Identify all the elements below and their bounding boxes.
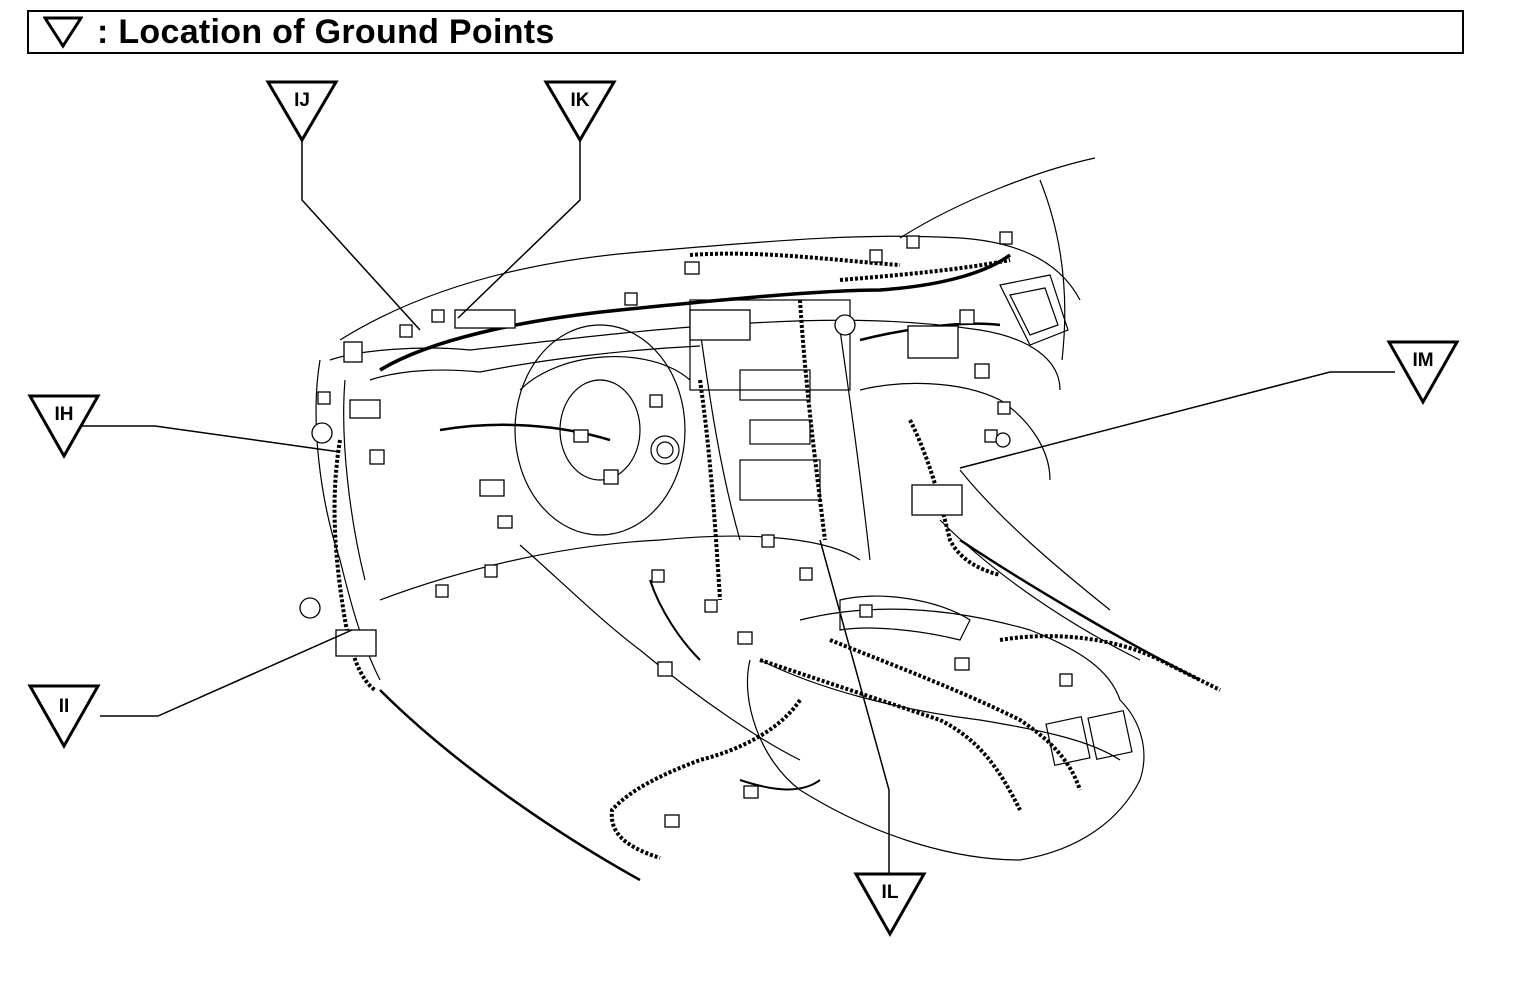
leader-line-il bbox=[819, 539, 890, 876]
ground-point-label: IH bbox=[55, 404, 74, 425]
leader-lines bbox=[82, 140, 1395, 876]
ground-triangle-icon bbox=[27, 684, 101, 750]
leader-line-ih bbox=[82, 425, 341, 453]
page-title: : Location of Ground Points bbox=[97, 12, 555, 51]
ground-point-im: IM bbox=[1386, 340, 1460, 406]
title-box: : Location of Ground Points bbox=[27, 10, 1464, 54]
leader-line-ij bbox=[301, 140, 421, 331]
leader-line-ik bbox=[457, 140, 581, 319]
wire-harness bbox=[332, 251, 1221, 860]
instrument-panel-illustration bbox=[315, 157, 1201, 882]
ground-point-ii: II bbox=[27, 684, 101, 750]
leader-line-im bbox=[959, 371, 1395, 469]
ground-point-label: IM bbox=[1412, 350, 1433, 371]
ground-point-ij: IJ bbox=[265, 80, 339, 143]
ground-triangle-icon bbox=[1386, 340, 1460, 406]
ground-point-ih: IH bbox=[27, 394, 101, 460]
ground-point-label: II bbox=[59, 696, 70, 717]
ground-triangle-icon bbox=[265, 80, 339, 143]
ground-point-label: IJ bbox=[294, 90, 310, 111]
ground-triangle-icon bbox=[853, 872, 927, 938]
ground-triangle-icon bbox=[27, 394, 101, 460]
ground-triangle-icon bbox=[43, 16, 83, 49]
ground-point-label: IL bbox=[882, 882, 899, 903]
ground-triangle-icon bbox=[543, 80, 617, 143]
connectors bbox=[299, 231, 1073, 828]
ground-point-il: IL bbox=[853, 872, 927, 938]
leader-line-ii bbox=[100, 629, 353, 717]
ground-point-label: IK bbox=[571, 90, 590, 111]
ground-point-ik: IK bbox=[543, 80, 617, 143]
